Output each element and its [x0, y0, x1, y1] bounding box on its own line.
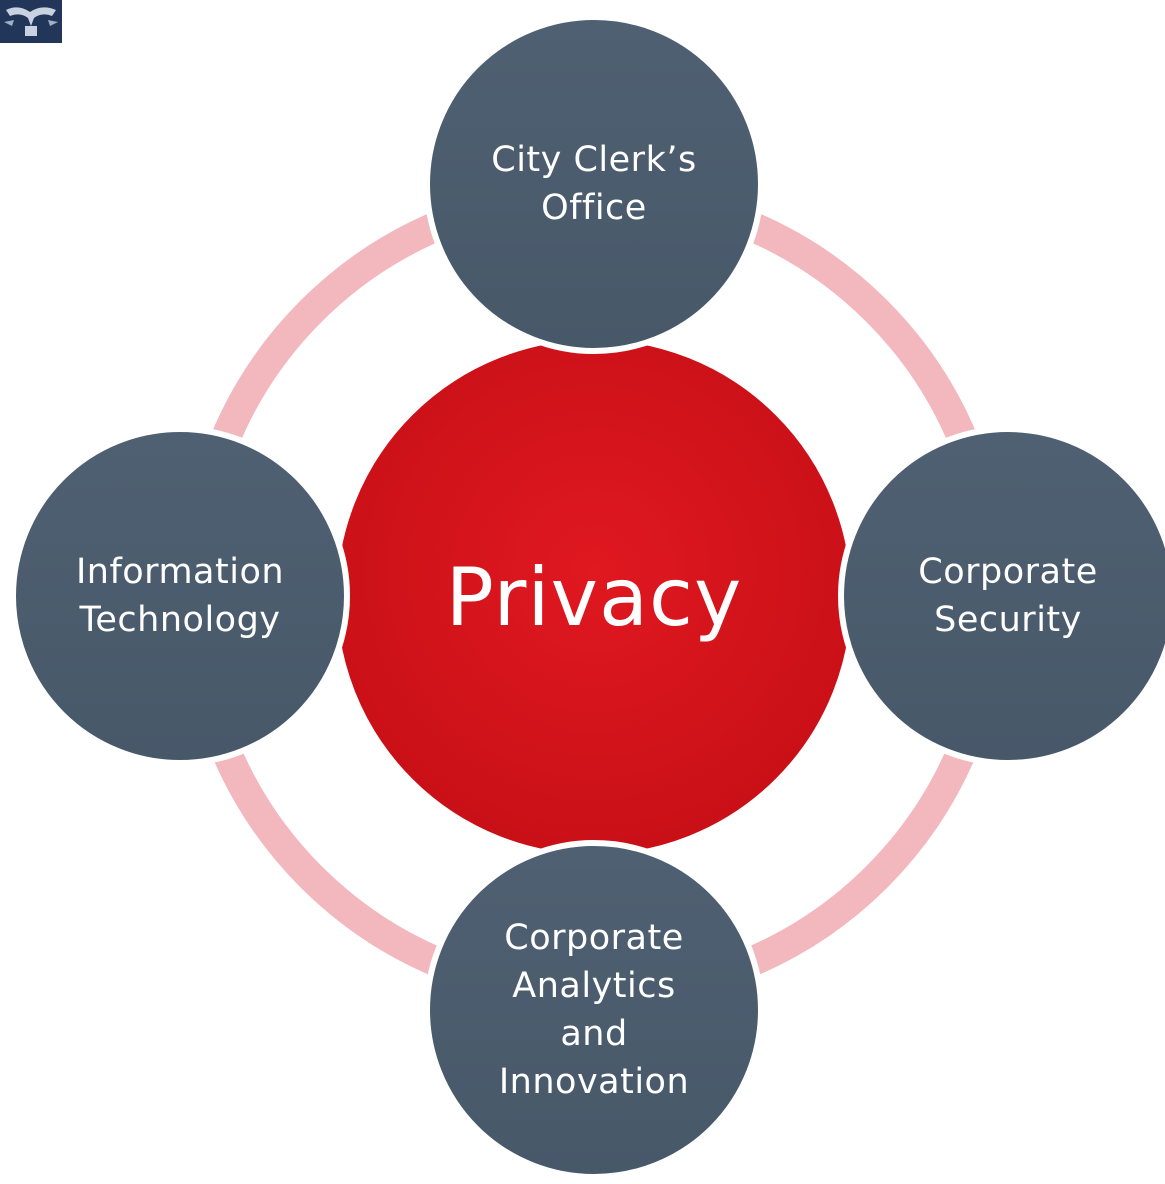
crest-icon	[4, 7, 58, 36]
node-circle-bottom	[424, 840, 764, 1180]
node-label-corporate-analytics-innovation: Corporate Analytics and Innovation	[498, 918, 690, 1102]
node-circle-top	[424, 14, 764, 354]
node-label-corporate-security: Corporate Security	[918, 552, 1098, 640]
node-label-city-clerks-office: City Clerk’s Office	[491, 140, 697, 228]
node-circle-right	[838, 426, 1165, 766]
node-label-information-technology: Information Technology	[75, 552, 285, 640]
node-circle-left	[10, 426, 350, 766]
city-crest-logo	[0, 0, 62, 43]
center-label-privacy: Privacy	[445, 550, 743, 644]
